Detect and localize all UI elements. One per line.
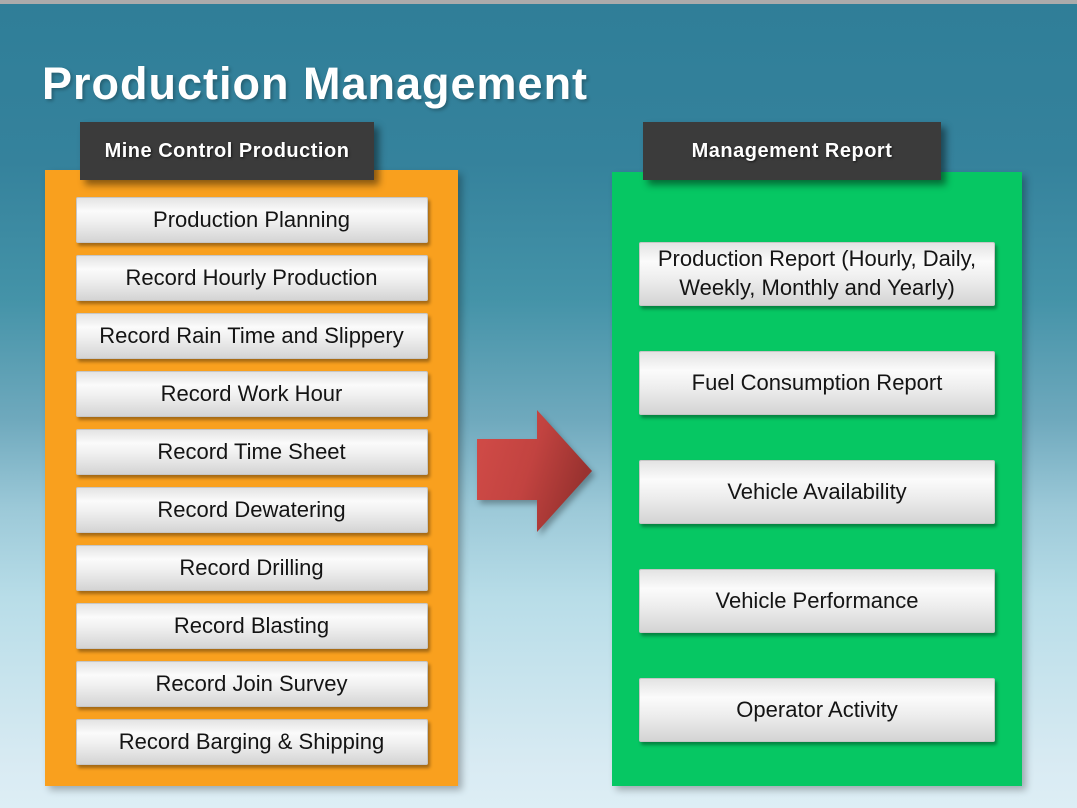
right-column-header: Management Report [643,122,941,180]
management-report-button[interactable]: Production Report (Hourly, Daily, Weekly… [639,242,995,306]
mine-control-button[interactable]: Record Barging & Shipping [75,719,428,765]
mine-control-button[interactable]: Record Time Sheet [75,429,428,475]
mine-control-button[interactable]: Record Blasting [75,603,428,649]
left-column-header-label: Mine Control Production [104,139,350,162]
top-border-strip [0,0,1077,4]
mine-control-button[interactable]: Record Dewatering [75,487,428,533]
mine-control-button[interactable]: Record Join Survey [75,661,428,707]
management-report-button[interactable]: Operator Activity [639,678,995,742]
management-report-panel: Production Report (Hourly, Daily, Weekly… [612,172,1022,786]
right-button-list: Production Report (Hourly, Daily, Weekly… [612,172,1022,786]
arrow-right-icon [470,405,600,540]
mine-control-button[interactable]: Record Rain Time and Slippery [75,313,428,359]
right-column-header-label: Management Report [691,139,893,162]
management-report-button[interactable]: Vehicle Performance [639,569,995,633]
management-report-button[interactable]: Fuel Consumption Report [639,351,995,415]
mine-control-button[interactable]: Record Drilling [75,545,428,591]
mine-control-button[interactable]: Record Work Hour [75,371,428,417]
page-title: Production Management [42,58,589,110]
left-column-header: Mine Control Production [80,122,374,180]
mine-control-button[interactable]: Production Planning [75,197,428,243]
management-report-button[interactable]: Vehicle Availability [639,460,995,524]
mine-control-button[interactable]: Record Hourly Production [75,255,428,301]
